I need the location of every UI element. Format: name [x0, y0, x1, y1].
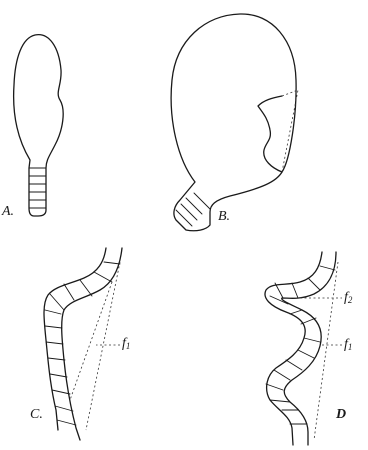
panel-c-drawing [44, 248, 122, 440]
label-d: D [336, 408, 346, 422]
panel-d-drawing [265, 252, 342, 445]
label-c: C. [30, 408, 43, 422]
panel-b-drawing [171, 14, 298, 231]
panel-a-drawing [14, 35, 64, 216]
label-b: B. [218, 210, 230, 224]
panel-c-tube-segments [45, 262, 120, 425]
panel-d-tube-left-wall [265, 252, 322, 445]
label-d-f1: f1 [344, 338, 352, 352]
panel-a-stalk-segments [29, 168, 46, 208]
panel-b-sac-outline [171, 14, 296, 231]
panel-d-tube-right-wall [282, 252, 336, 445]
panel-c-tube-left-wall [44, 248, 106, 430]
label-a: A. [2, 205, 14, 219]
label-d-f2: f2 [344, 291, 352, 305]
panel-a-sac-outline [14, 35, 64, 216]
panel-c-tube-right-wall [62, 248, 122, 440]
label-c-f1: f1 [122, 337, 130, 351]
panel-b-notch [258, 96, 282, 172]
